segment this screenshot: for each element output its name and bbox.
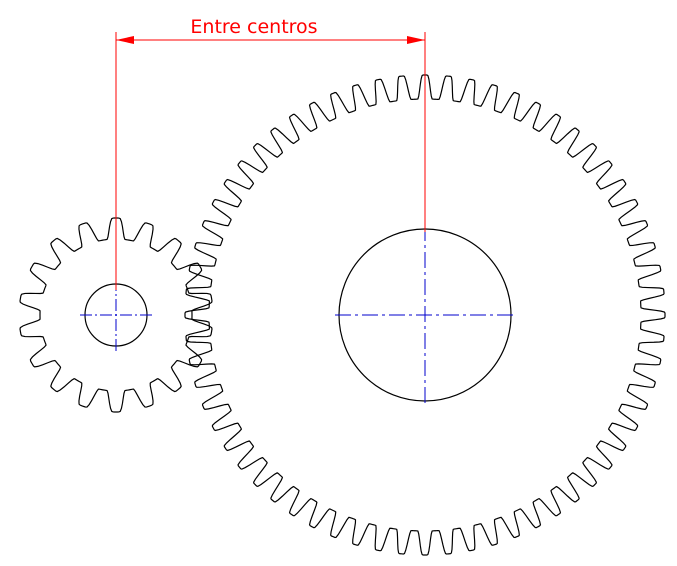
pinion-tooth-profile [19, 217, 213, 413]
dimension-arrowhead-right [407, 36, 425, 44]
center-distance-dimension: Entre centros [115, 16, 426, 290]
gear-tooth-profile [184, 74, 666, 556]
dimension-label: Entre centros [190, 16, 317, 38]
dimension-arrowhead-left [116, 36, 134, 44]
